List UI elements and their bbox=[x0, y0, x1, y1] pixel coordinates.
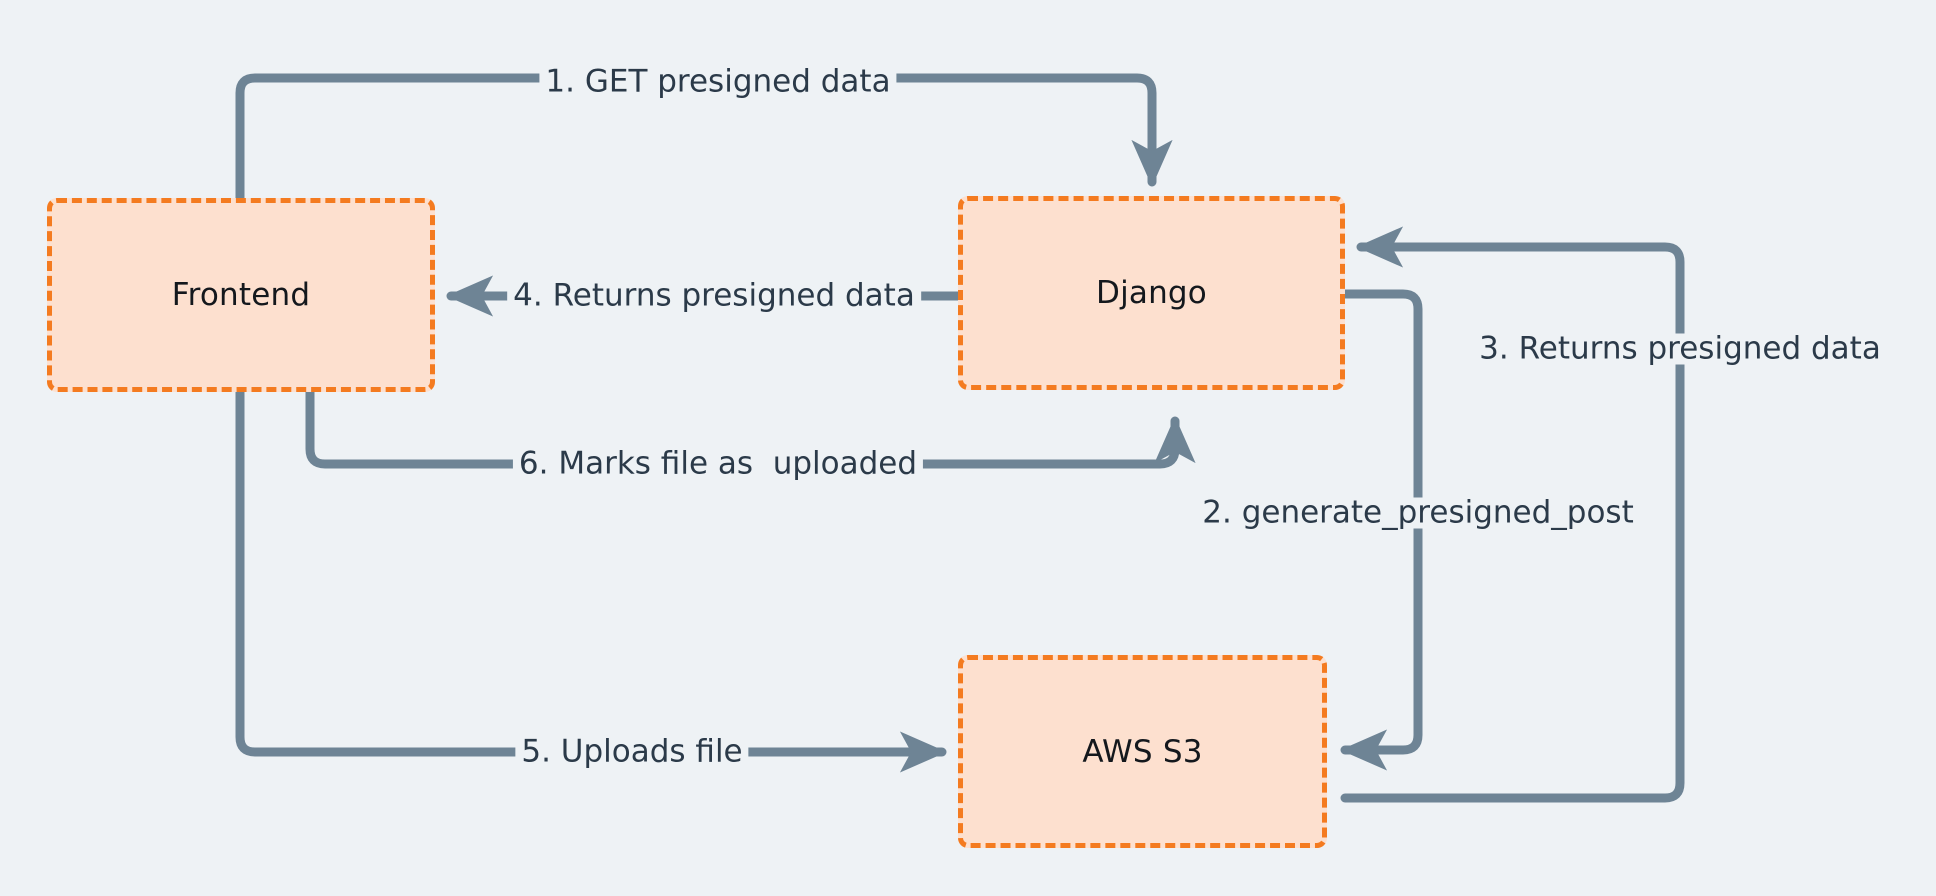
node-django-label: Django bbox=[1096, 275, 1207, 311]
edge-path-step5 bbox=[235, 387, 947, 773]
edge-label-step1: 1. GET presigned data bbox=[539, 66, 897, 98]
edge-label-step2: 2. generate_presigned_post bbox=[1196, 497, 1640, 529]
node-frontend[interactable]: Frontend bbox=[47, 198, 435, 392]
edge-label-step5: 5. Uploads file bbox=[515, 736, 749, 768]
edge-path-step3 bbox=[1340, 226, 1685, 803]
edge-label-step3: 3. Returns presigned data bbox=[1473, 333, 1887, 365]
edge-label-step6: 6. Marks file as uploaded bbox=[512, 448, 924, 480]
node-aws-s3[interactable]: AWS S3 bbox=[958, 655, 1327, 848]
node-aws-s3-label: AWS S3 bbox=[1082, 733, 1203, 770]
node-frontend-label: Frontend bbox=[171, 277, 311, 313]
edge-label-step4: 4. Returns presigned data bbox=[507, 280, 921, 312]
node-django[interactable]: Django bbox=[958, 196, 1345, 390]
